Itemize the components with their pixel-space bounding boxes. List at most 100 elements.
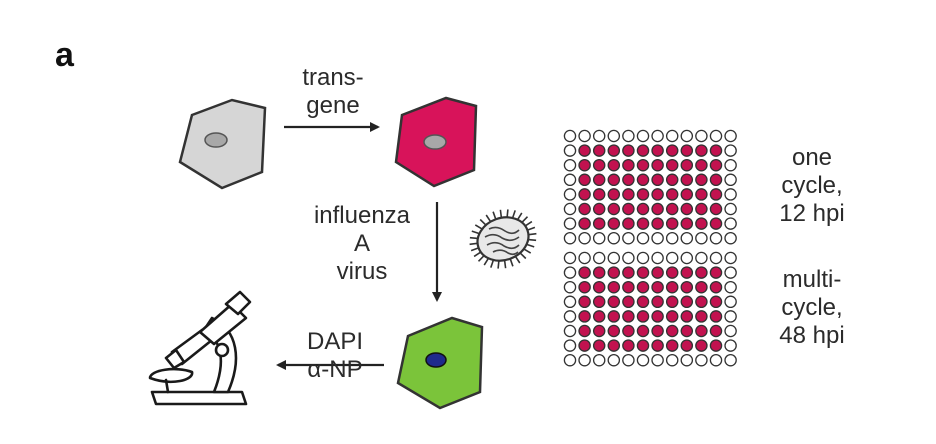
well-positive xyxy=(709,217,723,230)
well-positive xyxy=(665,158,679,172)
well-empty xyxy=(592,251,606,265)
microscope-icon xyxy=(148,290,252,406)
well-positive xyxy=(578,324,591,338)
well-positive xyxy=(665,217,679,230)
well-positive xyxy=(695,280,708,294)
well-empty xyxy=(709,353,723,367)
well-positive xyxy=(665,324,679,338)
well-empty xyxy=(724,251,737,265)
well-empty xyxy=(607,129,621,143)
well-positive xyxy=(709,266,723,279)
infection-label: influenza A virus xyxy=(296,202,428,286)
well-empty xyxy=(622,231,635,245)
staining-label-line2: α-NP xyxy=(307,356,363,383)
well-empty xyxy=(665,129,679,143)
well-positive xyxy=(622,339,635,352)
panel-label: a xyxy=(55,36,74,74)
well-positive xyxy=(592,324,606,338)
well-empty xyxy=(563,339,577,352)
well-positive xyxy=(636,173,650,187)
well-empty xyxy=(578,251,591,265)
well-positive xyxy=(578,217,591,230)
well-positive xyxy=(709,324,723,338)
well-empty xyxy=(665,353,679,367)
well-empty xyxy=(695,129,708,143)
well-empty xyxy=(607,231,621,245)
well-positive xyxy=(607,310,621,323)
well-positive xyxy=(607,173,621,187)
well-empty xyxy=(563,231,577,245)
well-positive xyxy=(651,188,664,201)
well-empty xyxy=(724,129,737,143)
well-positive xyxy=(651,173,664,187)
well-positive xyxy=(695,202,708,216)
well-positive xyxy=(592,188,606,201)
well-positive xyxy=(651,310,664,323)
well-positive xyxy=(695,310,708,323)
well-positive xyxy=(680,310,694,323)
well-empty xyxy=(724,295,737,309)
well-empty xyxy=(709,251,723,265)
well-empty xyxy=(651,129,664,143)
well-positive xyxy=(578,310,591,323)
well-empty xyxy=(724,158,737,172)
well-empty xyxy=(563,353,577,367)
well-empty xyxy=(563,202,577,216)
well-positive xyxy=(651,202,664,216)
well-positive xyxy=(578,339,591,352)
plate-1-label-line3: 12 hpi xyxy=(779,200,845,227)
well-empty xyxy=(563,266,577,279)
well-empty xyxy=(636,353,650,367)
well-empty xyxy=(724,217,737,230)
well-positive xyxy=(636,202,650,216)
well-positive xyxy=(680,266,694,279)
transgene-label: trans- gene xyxy=(290,64,376,120)
well-positive xyxy=(607,295,621,309)
well-empty xyxy=(651,251,664,265)
well-positive xyxy=(651,339,664,352)
plate-2-label-line3: 48 hpi xyxy=(779,322,845,349)
well-empty xyxy=(563,188,577,201)
well-plate-2 xyxy=(563,251,737,367)
well-empty xyxy=(680,353,694,367)
well-empty xyxy=(636,251,650,265)
well-positive xyxy=(622,280,635,294)
well-positive xyxy=(607,217,621,230)
well-positive xyxy=(680,188,694,201)
well-positive xyxy=(680,158,694,172)
well-empty xyxy=(563,158,577,172)
well-empty xyxy=(592,353,606,367)
well-empty xyxy=(578,353,591,367)
well-empty xyxy=(680,129,694,143)
well-positive xyxy=(578,295,591,309)
well-empty xyxy=(680,251,694,265)
plate-1-label-line2: cycle, xyxy=(781,172,843,199)
well-empty xyxy=(695,251,708,265)
well-empty xyxy=(622,353,635,367)
well-empty xyxy=(651,231,664,245)
plate-1-label-line1: one xyxy=(791,144,833,171)
transgene-label-line2: gene xyxy=(306,92,360,119)
well-positive xyxy=(709,158,723,172)
well-positive xyxy=(607,202,621,216)
well-empty xyxy=(724,353,737,367)
influenza-virion-icon xyxy=(469,209,537,269)
well-positive xyxy=(636,310,650,323)
well-positive xyxy=(636,144,650,157)
well-empty xyxy=(724,188,737,201)
well-positive xyxy=(695,188,708,201)
well-positive xyxy=(709,310,723,323)
well-positive xyxy=(680,324,694,338)
well-empty xyxy=(724,339,737,352)
well-positive xyxy=(665,173,679,187)
well-positive xyxy=(578,158,591,172)
well-positive xyxy=(636,324,650,338)
plate-2-label: multi- cycle, 48 hpi xyxy=(752,266,872,350)
well-positive xyxy=(695,158,708,172)
well-positive xyxy=(592,339,606,352)
staining-label: DAPI α-NP xyxy=(290,328,380,384)
well-plate-1 xyxy=(563,129,737,245)
well-positive xyxy=(592,158,606,172)
well-positive xyxy=(607,324,621,338)
